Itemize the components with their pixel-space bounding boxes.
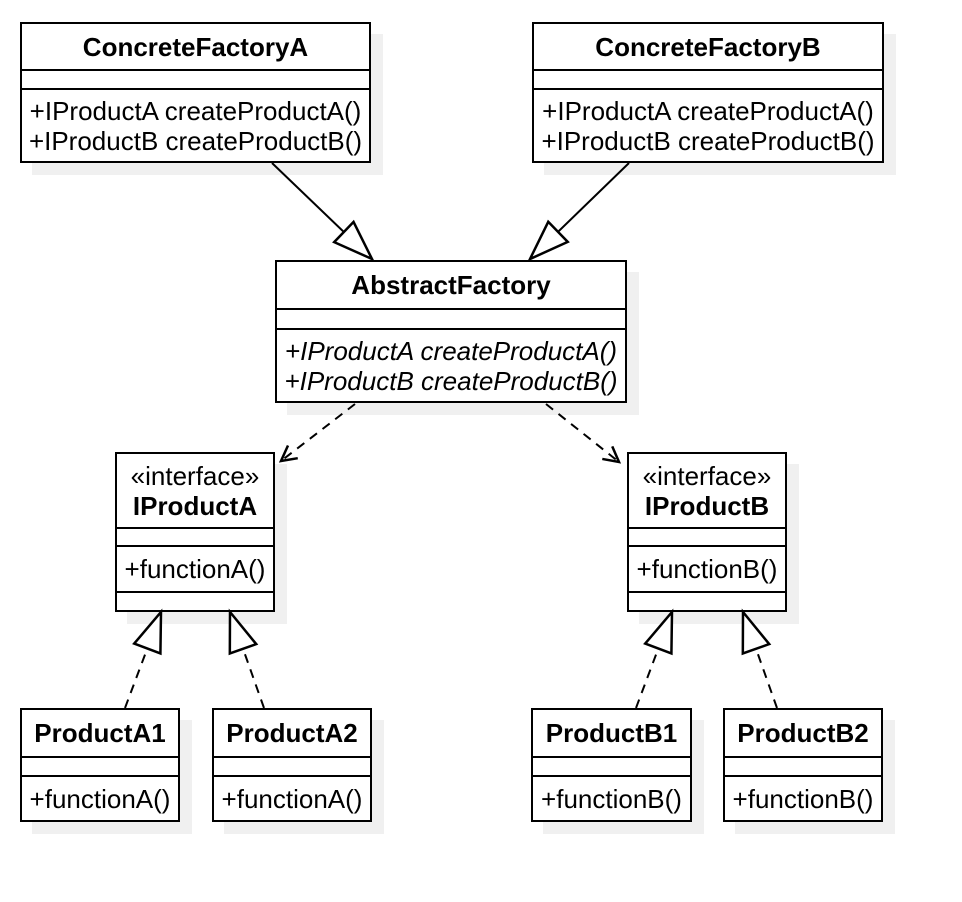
method-label: +functionB() <box>636 554 778 584</box>
methods-compartment: +functionA() <box>117 547 273 593</box>
class-box-producta1[interactable]: ProductA1 +functionA() <box>20 708 180 822</box>
class-title-compartment: ConcreteFactoryA <box>22 24 369 71</box>
realization-productb1-to-iproductb <box>635 608 674 709</box>
empty-compartment <box>117 593 273 610</box>
realization-producta1-to-iproducta <box>124 608 163 709</box>
dependency-abstractfactory-to-iproducta <box>278 403 356 463</box>
method-label: +IProductB createProductB() <box>284 365 618 396</box>
method-label: +IProductB createProductB() <box>28 125 363 156</box>
class-name: ProductB1 <box>545 718 678 748</box>
attributes-compartment <box>534 71 882 90</box>
methods-compartment: +IProductA createProductA() +IProductB c… <box>534 90 882 161</box>
attributes-compartment <box>214 758 370 777</box>
attributes-compartment <box>277 310 625 330</box>
class-box-producta2[interactable]: ProductA2 +functionA() <box>212 708 372 822</box>
class-box-productb2[interactable]: ProductB2 +functionB() <box>723 708 883 822</box>
methods-compartment: +functionB() <box>533 777 690 820</box>
method-label: +functionA() <box>29 783 171 814</box>
class-name: ConcreteFactoryB <box>595 31 821 62</box>
class-name: AbstractFactory <box>351 270 551 300</box>
generalization-concretefactorya-to-abstractfactory <box>271 162 375 262</box>
class-name: ProductB2 <box>737 718 869 748</box>
dependency-abstractfactory-to-iproductb <box>545 403 622 464</box>
class-name: ProductA1 <box>34 718 166 748</box>
method-label: +functionB() <box>541 783 682 814</box>
methods-compartment: +functionB() <box>725 777 881 820</box>
methods-compartment: +IProductA createProductA() +IProductB c… <box>22 90 369 161</box>
attributes-compartment <box>629 529 785 547</box>
class-name: ProductA2 <box>226 718 358 748</box>
methods-compartment: +functionB() <box>629 547 785 593</box>
class-title-compartment: AbstractFactory <box>277 262 625 310</box>
class-box-productb1[interactable]: ProductB1 +functionB() <box>531 708 692 822</box>
methods-compartment: +IProductA createProductA() +IProductB c… <box>277 330 625 401</box>
interface-box-iproductb[interactable]: «interface» IProductB +functionB() <box>627 452 787 612</box>
attributes-compartment <box>533 758 690 777</box>
class-title-compartment: ProductB2 <box>725 710 881 758</box>
class-title-compartment: «interface» IProductB <box>629 454 785 529</box>
realization-productb2-to-iproductb <box>741 608 778 709</box>
method-label: +IProductA createProductA() <box>284 335 618 366</box>
class-name: IProductB <box>644 490 770 521</box>
class-title-compartment: ProductA1 <box>22 710 178 758</box>
empty-compartment <box>629 593 785 610</box>
class-title-compartment: ProductA2 <box>214 710 370 758</box>
class-box-concretefactoryb[interactable]: ConcreteFactoryB +IProductA createProduc… <box>532 22 884 163</box>
method-label: +IProductB createProductB() <box>541 125 875 156</box>
method-label: +IProductA createProductA() <box>29 95 362 126</box>
stereotype-label: «interface» <box>130 460 260 491</box>
class-box-abstractfactory[interactable]: AbstractFactory +IProductA createProduct… <box>275 260 627 403</box>
class-title-compartment: ProductB1 <box>533 710 690 758</box>
realization-producta2-to-iproducta <box>228 608 265 709</box>
method-label: +functionB() <box>732 783 874 814</box>
attributes-compartment <box>117 529 273 547</box>
method-label: +functionA() <box>124 554 266 584</box>
methods-compartment: +functionA() <box>214 777 370 820</box>
class-box-concretefactorya[interactable]: ConcreteFactoryA +IProductA createProduc… <box>20 22 371 163</box>
stereotype-label: «interface» <box>642 460 772 491</box>
interface-box-iproducta[interactable]: «interface» IProductA +functionA() <box>115 452 275 612</box>
class-name: IProductA <box>132 490 258 521</box>
attributes-compartment <box>22 758 178 777</box>
generalization-concretefactoryb-to-abstractfactory <box>527 162 630 262</box>
class-title-compartment: «interface» IProductA <box>117 454 273 529</box>
method-label: +IProductA createProductA() <box>542 95 874 126</box>
class-title-compartment: ConcreteFactoryB <box>534 24 882 71</box>
attributes-compartment <box>725 758 881 777</box>
attributes-compartment <box>22 71 369 90</box>
methods-compartment: +functionA() <box>22 777 178 820</box>
class-name: ConcreteFactoryA <box>82 31 309 62</box>
method-label: +functionA() <box>221 783 363 814</box>
